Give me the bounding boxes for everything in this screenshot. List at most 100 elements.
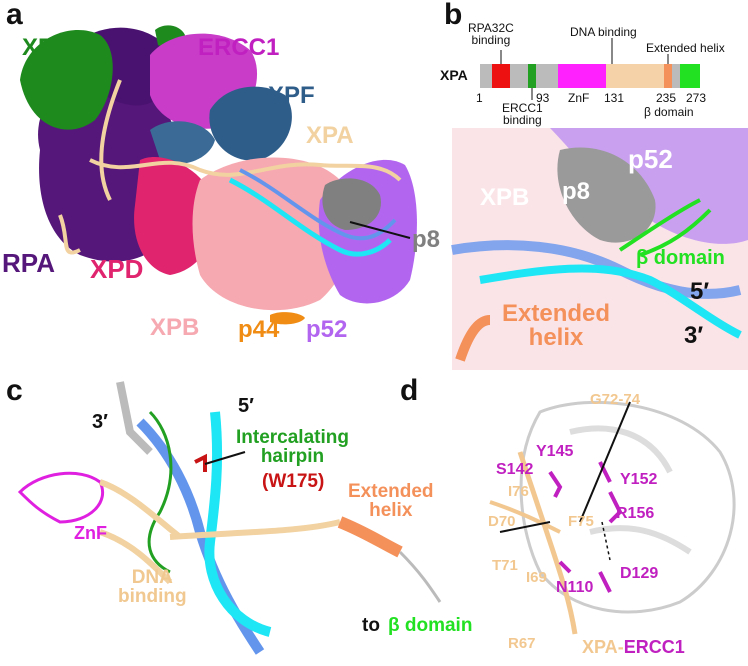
d-label-d129: D129 <box>620 565 659 582</box>
d-xpa-peptide <box>517 451 578 635</box>
xpf-surface-2 <box>150 121 215 164</box>
d-label-i69: I69 <box>526 569 547 586</box>
label-pos-1: 1 <box>476 91 483 105</box>
zoom-label-five-prime: 5′ <box>690 278 710 305</box>
c-dna-binding-ribbon <box>98 479 341 585</box>
d-label-d70: D70 <box>488 513 516 530</box>
label-rpa32c-binding: RPA32C binding <box>468 21 514 47</box>
d-label-r156: R156 <box>616 505 655 522</box>
c-label-three-prime: 3′ <box>92 411 108 433</box>
zoom-p8 <box>557 147 656 243</box>
label-pos-93: 93 <box>536 91 550 105</box>
c-label-extended-helix: Extended helix <box>348 481 434 521</box>
xpb-surface <box>192 157 354 311</box>
xpf-surface <box>209 86 292 161</box>
ercc1-domain <box>528 64 536 88</box>
d-label-f75: F75 <box>568 513 594 530</box>
panel-a-structure <box>20 25 417 325</box>
c-hairpin-pointer <box>204 451 246 465</box>
zoom-label-three-prime: 3′ <box>684 322 704 349</box>
c-label-intercalating: Intercalating hairpin <box>236 427 349 467</box>
panel-b-letter: b <box>444 0 463 31</box>
label-ercc1: ERCC1 <box>198 34 280 61</box>
zoom-extended-helix <box>455 315 491 362</box>
beta-domain <box>680 64 700 88</box>
label-p52: p52 <box>306 316 348 343</box>
c-label-beta-domain: β domain <box>388 615 473 636</box>
d-hbond <box>601 521 611 561</box>
d-label-i76: I76 <box>508 483 529 500</box>
dna-strand-cyan <box>228 177 392 257</box>
label-rpa: RPA <box>2 248 55 278</box>
label-xpd: XPD <box>90 254 144 284</box>
label-xpf: XPF <box>268 82 315 109</box>
label-xpa-protein: XPA <box>440 67 468 83</box>
c-extended-helix-ribbon <box>337 516 403 558</box>
zoom-label-xpb: XPB <box>480 184 530 211</box>
p8-pointer <box>349 221 411 239</box>
d-label-dash: - <box>617 637 624 657</box>
label-p44: p44 <box>238 316 280 343</box>
c-3prime-strand <box>116 381 153 455</box>
d-label-ercc1: ERCC1 <box>623 637 685 657</box>
c-label-five-prime: 5′ <box>238 395 254 417</box>
xpg-surface <box>20 30 113 130</box>
dna-strand-blue <box>239 168 397 241</box>
panel-d-letter: d <box>400 374 419 407</box>
zoom-label-p52: p52 <box>628 144 673 174</box>
d-label-y145: Y145 <box>536 443 574 460</box>
d-d70-pointer <box>499 521 551 533</box>
panel-a-letter: a <box>6 0 23 31</box>
d-label-xpa: XPA <box>582 637 618 657</box>
label-extended-helix: Extended helix <box>646 41 725 55</box>
d-g72-pointer <box>579 401 631 523</box>
znf-domain <box>558 64 606 88</box>
d-label-g72-74: G72-74 <box>590 391 641 408</box>
c-label-to: to <box>362 615 380 636</box>
panel-c: c 3′ 5′ Intercalating hairpin (W175) ZnF… <box>0 372 472 666</box>
d-label-r67: R67 <box>508 635 536 652</box>
panel-c-letter: c <box>6 374 23 407</box>
c-tail <box>398 550 442 603</box>
d-label-y152: Y152 <box>620 471 658 488</box>
p8-surface <box>322 178 381 230</box>
zoom-label-beta-domain: β domain <box>636 247 725 269</box>
zoom-dna-cyan <box>479 264 742 339</box>
rpa32c-domain <box>492 64 510 88</box>
label-xpb: XPB <box>150 314 200 341</box>
extended-helix-domain <box>664 64 672 88</box>
d-ercc1-sidechains <box>548 461 623 593</box>
label-beta-domain-map: β domain <box>644 105 694 119</box>
d-label-xpa-ercc1: XPA-ERCC1 <box>582 638 685 656</box>
label-ercc1-binding: ERCC1 binding <box>502 101 543 127</box>
c-dna-cyan <box>204 411 272 637</box>
p44-surface <box>270 312 305 325</box>
d-xpa-peptide-2 <box>489 500 561 534</box>
label-xpa: XPA <box>306 122 354 149</box>
label-znf: ZnF <box>568 91 590 105</box>
panel-c-graphics <box>17 381 442 655</box>
zoom-label-extended-helix: Extended helix <box>502 300 611 351</box>
label-p8: p8 <box>412 226 441 253</box>
zoom-label-p8: p8 <box>562 178 591 205</box>
panel-d: d G72-74 Y145 S142 I76 Y152 R156 D70 F75… <box>400 372 748 666</box>
dna-binding-domain <box>606 64 668 88</box>
label-pos-273: 273 <box>686 91 707 105</box>
c-znf-ribbon <box>17 471 104 524</box>
panel-b-graphics <box>451 38 748 370</box>
label-dna-binding: DNA binding <box>570 25 637 39</box>
panel-d-graphics <box>489 400 736 635</box>
panel-b: b RPA32C binding DNA binding Extended he… <box>440 0 748 370</box>
d-label-s142: S142 <box>496 461 534 478</box>
c-label-w175: (W175) <box>262 471 325 492</box>
c-label-dna-binding: DNA binding <box>118 567 187 607</box>
c-green-loop <box>147 410 173 574</box>
c-w175-sidechain <box>194 453 207 472</box>
c-label-znf: ZnF <box>74 523 107 543</box>
label-pos-235: 235 <box>656 91 677 105</box>
panel-a: a XPG ERCC1 XPF XPA RPA XPD p8 XPB p44 p… <box>0 0 440 345</box>
d-label-n110: N110 <box>556 579 594 596</box>
label-xpg: XPG <box>22 34 73 61</box>
d-label-t71: T71 <box>492 557 518 574</box>
d-ercc1-helix <box>569 425 692 555</box>
